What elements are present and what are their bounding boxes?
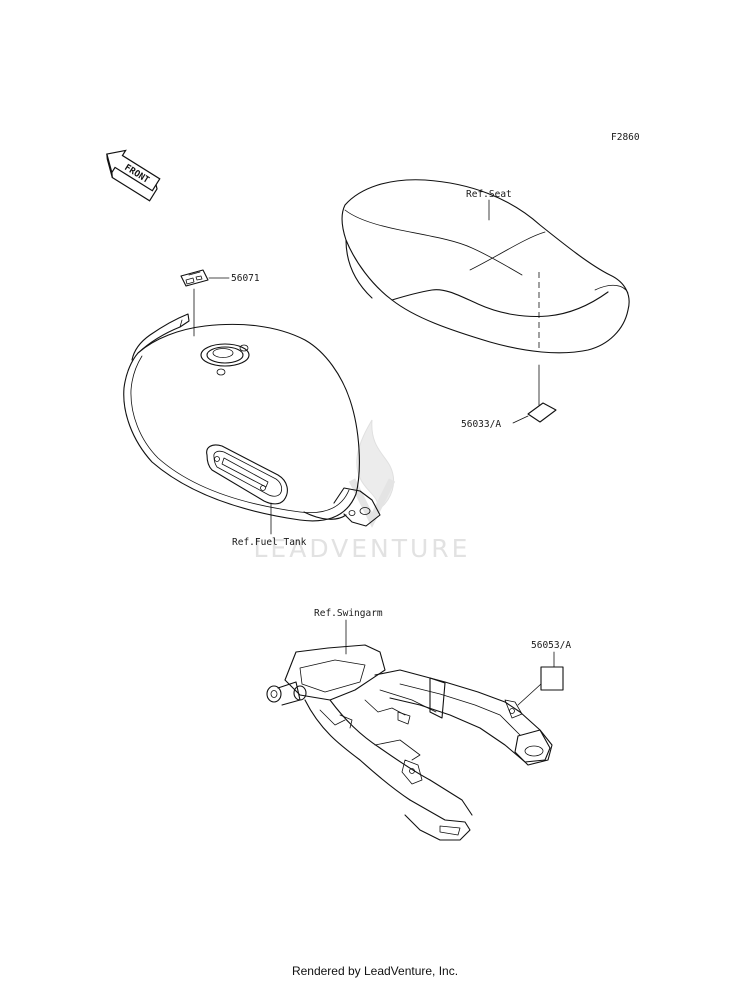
footer-credit: Rendered by LeadVenture, Inc. (291, 964, 459, 978)
watermark: LEADVENTURE (254, 419, 471, 563)
part-number-56071: 56071 (231, 273, 260, 284)
fuel-tank-drawing (123, 313, 381, 527)
leader-56033a (512, 415, 529, 424)
part-number-56053a: 56053/A (531, 640, 571, 651)
watermark-v-icon (348, 478, 396, 528)
ref-swingarm-label: Ref.Swingarm (314, 608, 383, 619)
label-56071-sticker (180, 269, 209, 287)
front-arrow-icon: FRONT (106, 149, 161, 202)
ref-fuel-tank-label: Ref.Fuel Tank (232, 537, 307, 548)
ref-seat-label: Ref.Seat (466, 189, 512, 200)
label-56053a-sticker (540, 666, 564, 691)
label-56033a-sticker (527, 402, 557, 423)
seat-drawing (341, 179, 630, 354)
figure-id: F2860 (611, 132, 640, 143)
leader-56053a-to-swingarm (517, 683, 542, 706)
watermark-text: LEADVENTURE (254, 534, 471, 563)
swingarm-drawing (266, 644, 553, 841)
part-number-56033a: 56033/A (461, 419, 501, 430)
